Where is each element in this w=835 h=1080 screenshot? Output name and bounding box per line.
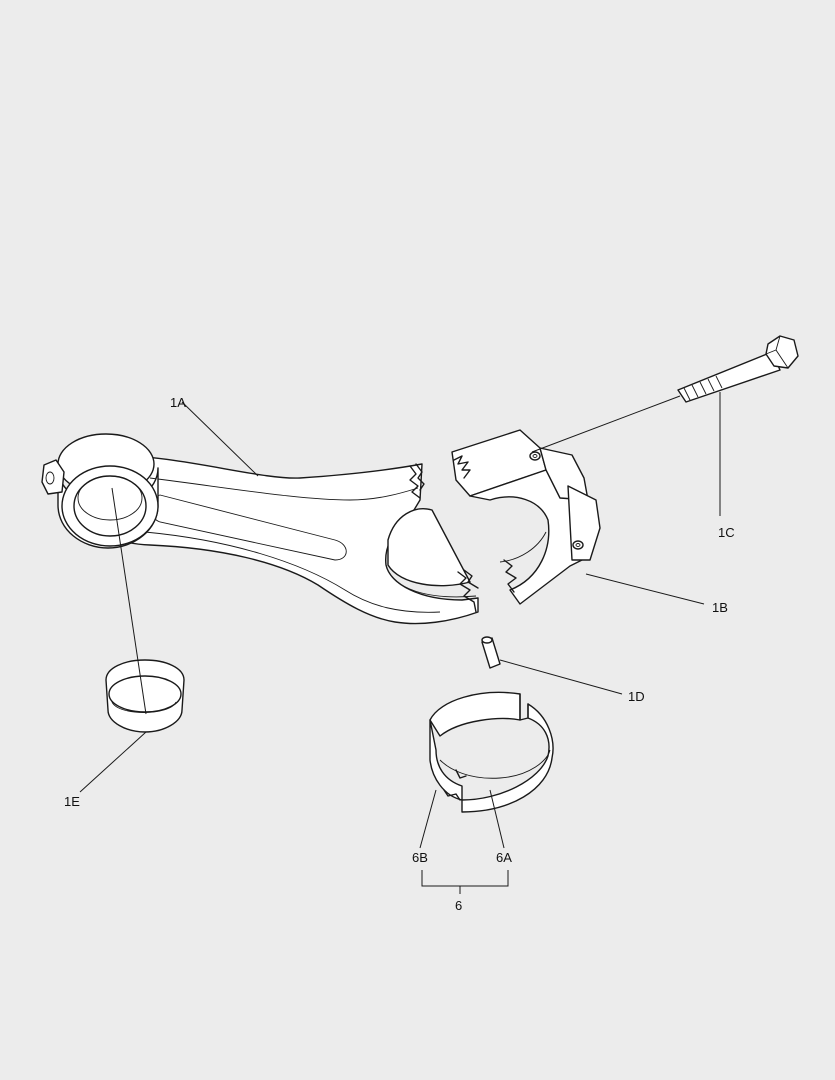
leader-lines [79, 392, 721, 894]
callout-1A: 1A [170, 395, 186, 410]
callout-1E: 1E [64, 794, 80, 809]
bracket-6 [421, 870, 509, 894]
callout-6A: 6A [496, 850, 512, 865]
callout-6: 6 [455, 898, 462, 913]
dowel-pin-1D [481, 636, 501, 669]
leader-1B [585, 573, 705, 605]
rod-cap-1B [451, 429, 601, 605]
callout-1C: 1C [718, 525, 735, 540]
bushing-1E [105, 659, 185, 733]
leader-1E-axis [111, 487, 147, 715]
leader-1C-axis [531, 395, 681, 453]
leader-1D [499, 659, 623, 695]
leader-1E [79, 731, 147, 793]
connecting-rod-1A [41, 433, 479, 625]
callout-6B: 6B [412, 850, 428, 865]
leader-6B [419, 789, 437, 849]
callout-1D: 1D [628, 689, 645, 704]
cap-bolt-1C [677, 335, 799, 403]
bearing-shells-6 [429, 691, 554, 813]
leader-6A [489, 789, 505, 849]
callout-1B: 1B [712, 600, 728, 615]
leader-1A [181, 401, 259, 477]
